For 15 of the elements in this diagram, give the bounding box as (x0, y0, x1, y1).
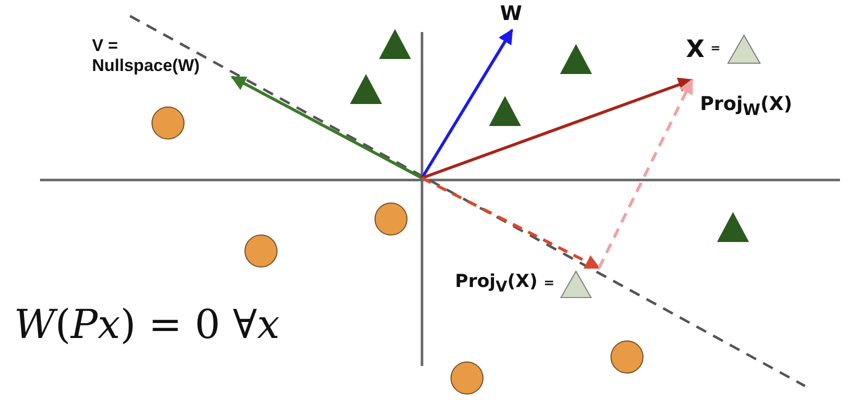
arrow (421, 176, 600, 270)
label-text: V = Nullspace(W) (92, 36, 201, 76)
arrow (420, 28, 514, 179)
label-text: = (544, 276, 554, 292)
label-text: W (500, 2, 522, 25)
projection-label: Proj$_{W}$(X) (700, 93, 792, 119)
arrow (421, 78, 694, 180)
vector-label (686, 34, 761, 65)
arrow (598, 78, 694, 269)
label-text: Proj$_{V}$(X) (455, 272, 538, 296)
equation: W(Px) = 0 ∀x (14, 302, 280, 348)
label-text: X (686, 36, 705, 64)
arrow (230, 76, 423, 180)
projection-label (455, 270, 592, 299)
label-text: = (710, 42, 721, 56)
